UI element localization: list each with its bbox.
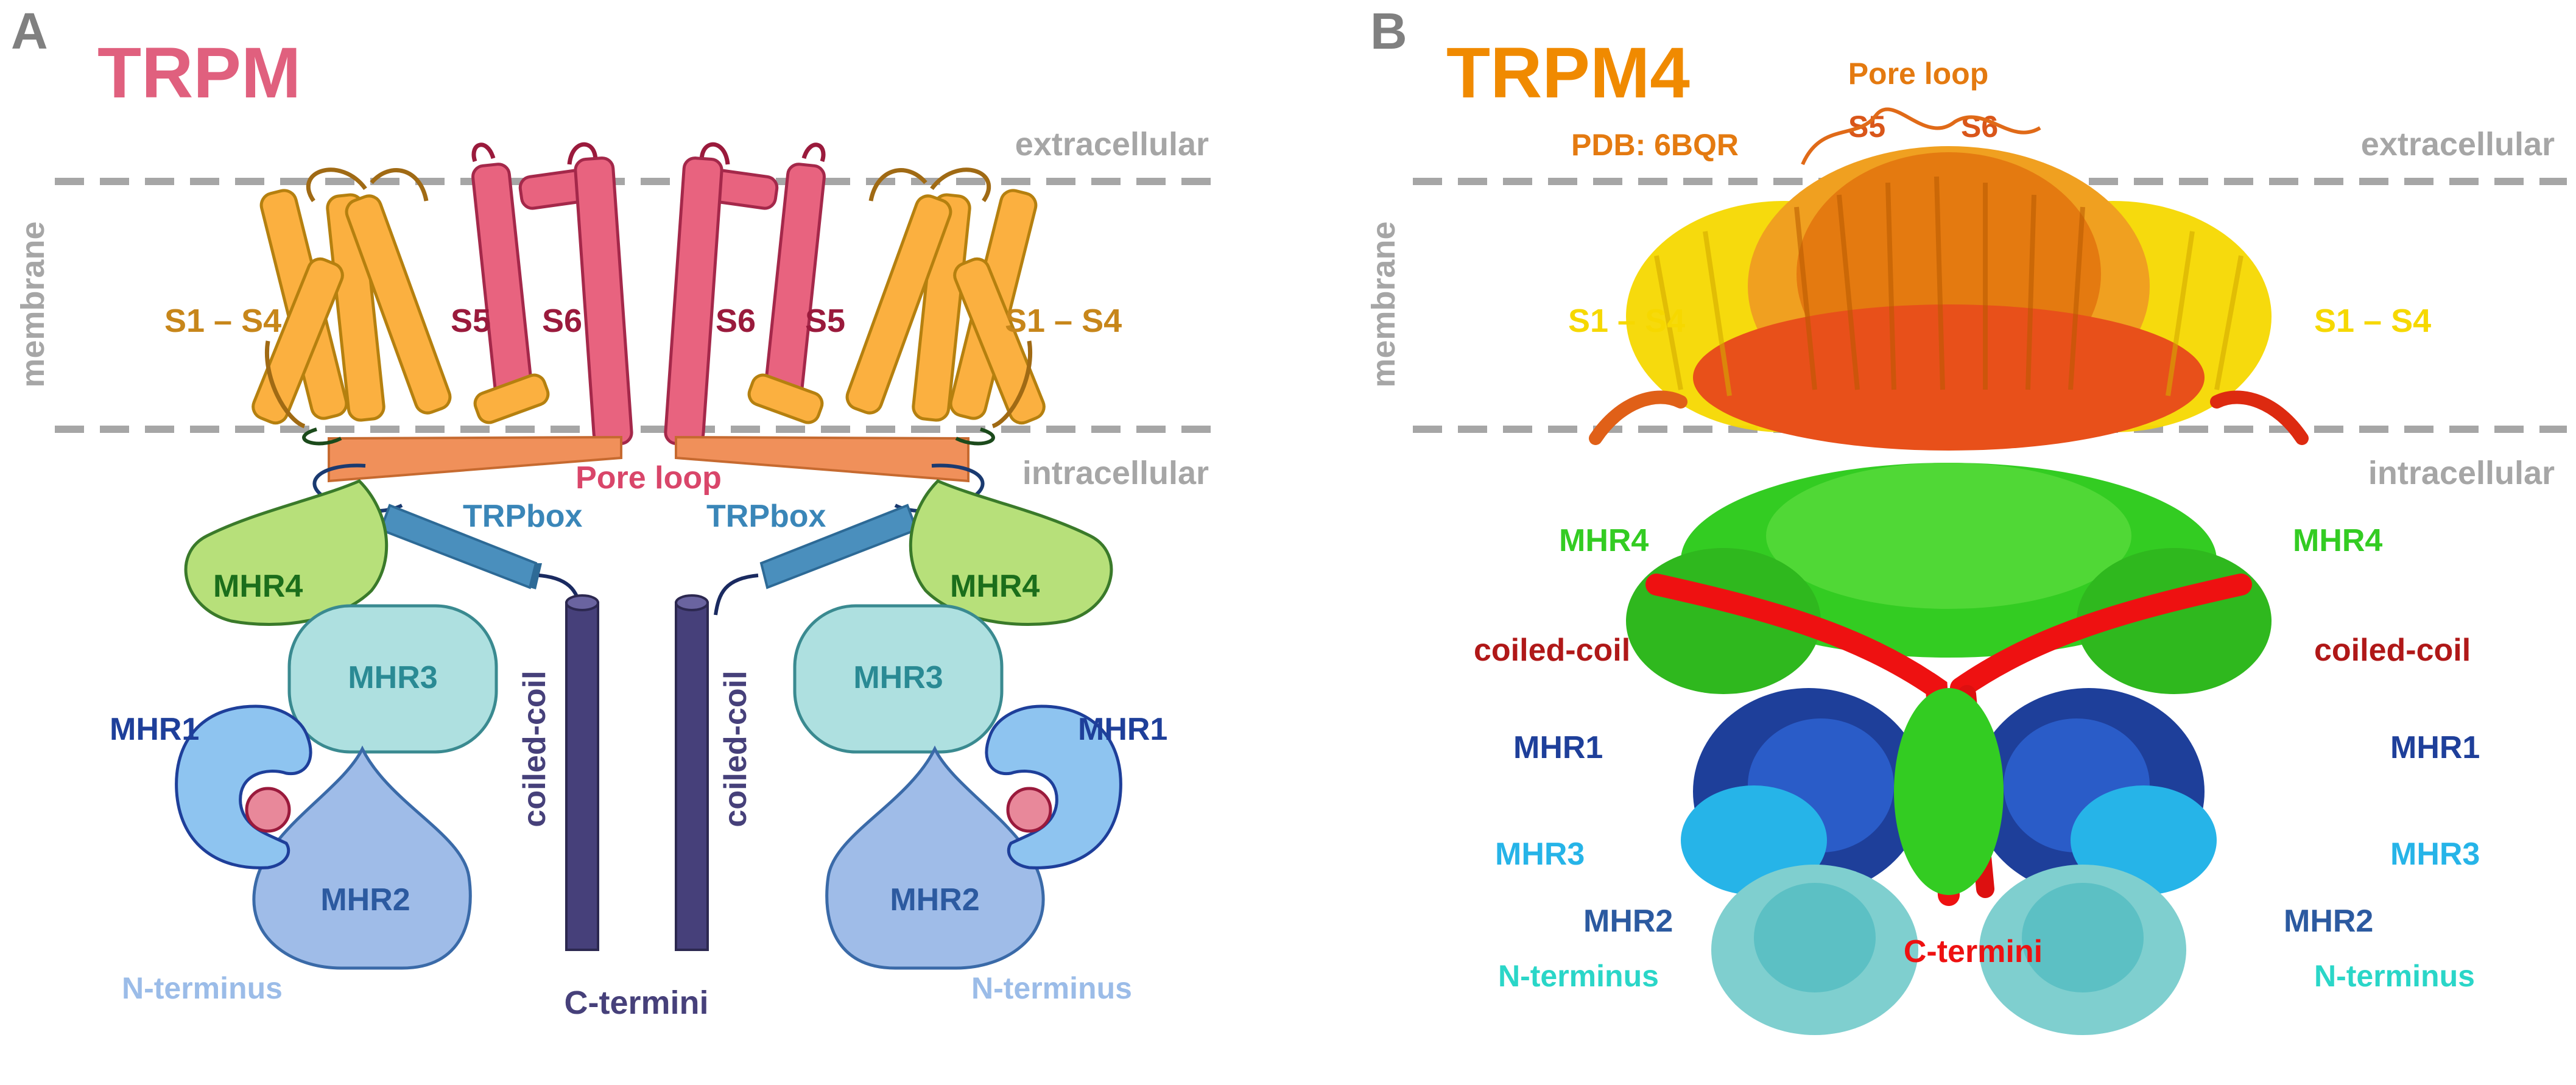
s1s4-left-label-b: S1 – S4 bbox=[1568, 303, 1685, 339]
coiled-coil-rods bbox=[565, 594, 709, 951]
linker-left bbox=[328, 435, 622, 483]
coiled-left-label-b: coiled-coil bbox=[1474, 633, 1630, 668]
c-termini-label-a: C-termini bbox=[564, 985, 708, 1021]
mhr3-right-label: MHR3 bbox=[853, 660, 943, 695]
panel-b: B TRPM4 PDB: 6BQR Pore loop S5 S6 extrac… bbox=[1365, 2, 2567, 1035]
n-terminus-left-label-b: N-terminus bbox=[1498, 959, 1659, 993]
s6-left-label-a: S6 bbox=[542, 303, 582, 339]
s5s6-left bbox=[471, 142, 633, 446]
mhr3-left-label-b: MHR3 bbox=[1495, 837, 1585, 872]
s1s4-right-label-a: S1 – S4 bbox=[1005, 303, 1122, 339]
trpbox-right-label: TRPbox bbox=[706, 499, 826, 534]
mhr4-right-label: MHR4 bbox=[950, 569, 1040, 604]
pore-loop-label-a: Pore loop bbox=[575, 460, 722, 496]
coiled-left-label-a: coiled-coil bbox=[517, 670, 552, 827]
panel-a-title: TRPM bbox=[97, 33, 301, 113]
mhr4-left-label-b: MHR4 bbox=[1559, 523, 1649, 558]
s1s4-bundle-right bbox=[845, 167, 1046, 429]
s5-left-label-a: S5 bbox=[451, 303, 491, 339]
s1s4-bundle-left bbox=[252, 167, 452, 429]
mhr2-left-label: MHR2 bbox=[320, 882, 410, 918]
ligand-left bbox=[245, 787, 291, 833]
s1s4-right-label-b: S1 – S4 bbox=[2314, 303, 2431, 339]
mhr4-left-shape bbox=[184, 479, 389, 627]
membrane-label-b: membrane bbox=[1365, 221, 1402, 387]
extracellular-label-b: extracellular bbox=[2361, 126, 2555, 163]
mhr1-left-shape bbox=[175, 704, 312, 869]
mhr3-left-shape bbox=[287, 604, 498, 754]
ligand-right bbox=[1006, 787, 1052, 833]
mhr3-right-label-b: MHR3 bbox=[2390, 837, 2480, 872]
s5-right-label-a: S5 bbox=[805, 303, 845, 339]
intracellular-label-a: intracellular bbox=[1022, 455, 1209, 491]
coiled-right-label-a: coiled-coil bbox=[718, 670, 753, 827]
panel-a: A TRPM extracellular intracellular membr… bbox=[11, 2, 1224, 1021]
mhr1-left-label-b: MHR1 bbox=[1513, 730, 1603, 765]
mhr2-right-label: MHR2 bbox=[890, 882, 979, 918]
s1s4-left-label-a: S1 – S4 bbox=[164, 303, 281, 339]
n-terminus-right-label-a: N-terminus bbox=[971, 971, 1132, 1005]
c-termini-label-b: C-termini bbox=[1904, 934, 2043, 969]
mhr2-right-label-b: MHR2 bbox=[2284, 904, 2373, 939]
s5-label-b: S5 bbox=[1848, 110, 1885, 144]
mhr2-left-shape bbox=[252, 745, 472, 970]
trpbox-left-label: TRPbox bbox=[463, 499, 583, 534]
membrane-label-a: membrane bbox=[15, 221, 51, 387]
intracellular-label-b: intracellular bbox=[2368, 455, 2555, 491]
mhr1-right-shape bbox=[985, 704, 1122, 869]
mhr2-left-label-b: MHR2 bbox=[1583, 904, 1673, 939]
mhr3-left-label: MHR3 bbox=[348, 660, 437, 695]
pore-loop-label-b: Pore loop bbox=[1848, 57, 1989, 91]
panel-a-letter: A bbox=[11, 2, 48, 60]
panel-b-letter: B bbox=[1370, 2, 1407, 60]
mhr4-left-label: MHR4 bbox=[213, 569, 303, 604]
mhr4-right-label-b: MHR4 bbox=[2293, 523, 2382, 558]
protein-structure-6bqr bbox=[1589, 107, 2309, 1035]
mhr1-right-label-b: MHR1 bbox=[2390, 730, 2480, 765]
s6-right-label-a: S6 bbox=[716, 303, 756, 339]
coiled-right-label-b: coiled-coil bbox=[2314, 633, 2471, 668]
n-terminus-right-label-b: N-terminus bbox=[2314, 959, 2475, 993]
mhr3-right-shape bbox=[793, 604, 1004, 754]
mhr4-right-shape bbox=[909, 479, 1113, 627]
s6-label-b: S6 bbox=[1961, 110, 1998, 144]
s5s6-right bbox=[664, 142, 826, 446]
linker-right bbox=[675, 435, 970, 483]
extracellular-label-a: extracellular bbox=[1015, 126, 1209, 163]
mhr1-left-label: MHR1 bbox=[110, 712, 199, 747]
n-terminus-left-label-a: N-terminus bbox=[122, 971, 283, 1005]
pdb-label: PDB: 6BQR bbox=[1571, 128, 1739, 162]
panel-b-title: TRPM4 bbox=[1446, 33, 1690, 113]
mhr2-right-shape bbox=[825, 745, 1045, 970]
mhr1-right-label: MHR1 bbox=[1078, 712, 1167, 747]
